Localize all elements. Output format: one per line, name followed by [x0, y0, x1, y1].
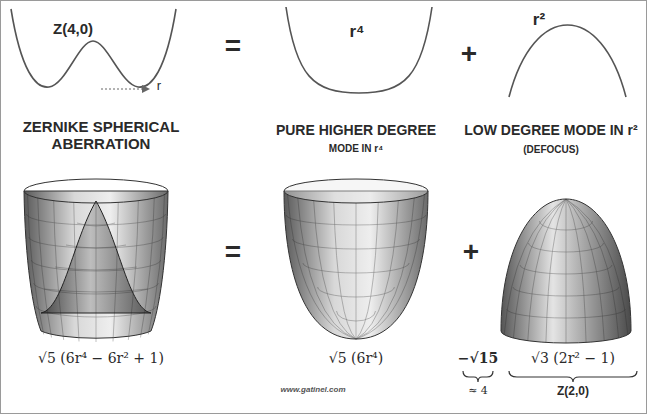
section-subheading: (DEFOCUS)	[523, 144, 579, 155]
r4-surface	[284, 179, 428, 339]
formula: −√15	[458, 351, 498, 366]
curve-label: r²	[533, 11, 545, 30]
surface-mesh	[26, 195, 627, 343]
brace	[509, 371, 637, 382]
brace	[463, 371, 493, 382]
formula: √5 (6r⁴ − 6r² + 1)	[38, 351, 164, 366]
formula: √3 (2r² − 1)	[531, 351, 615, 366]
formula-label: Z(2,0)	[557, 385, 589, 398]
curve-label: Z(4,0)	[53, 21, 93, 38]
approximation: ≈ 4	[468, 385, 488, 397]
section-subheading: MODE IN r⁴	[329, 143, 383, 154]
section-heading: LOW DEGREE MODE IN r²	[464, 123, 637, 138]
axis-label: r	[157, 79, 161, 93]
defocus-surface	[501, 199, 631, 343]
r-axis-arrow	[101, 89, 149, 90]
curve-label: r⁴	[349, 23, 364, 42]
operator: +	[463, 237, 479, 268]
operator: =	[225, 237, 241, 268]
operator: =	[225, 31, 241, 62]
r2-curve	[509, 25, 626, 97]
z40-curve	[11, 9, 176, 87]
r4-curve	[286, 7, 432, 93]
watermark: www.gatinel.com	[280, 386, 345, 395]
section-heading: ZERNIKE SPHERICAL ABERRATION	[16, 119, 186, 152]
operator: +	[461, 39, 477, 70]
section-heading: PURE HIGHER DEGREE	[276, 123, 436, 138]
formula: √5 (6r⁴)	[329, 351, 383, 366]
